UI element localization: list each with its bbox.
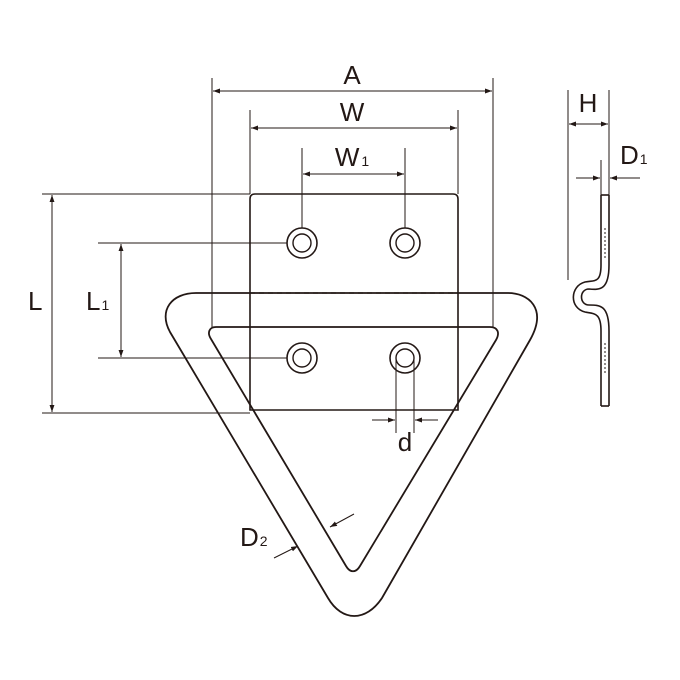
- mounting-plate: [249, 193, 459, 411]
- label-d: d: [398, 427, 412, 457]
- label-A: A: [343, 60, 361, 90]
- side-profile-right: [580, 195, 610, 406]
- extension-lines: [42, 78, 494, 433]
- hole-bottom-left: [286, 342, 318, 374]
- label-L: L: [28, 286, 42, 316]
- side-view: [572, 194, 610, 407]
- hole-top-right: [389, 227, 421, 259]
- label-D1: D1: [620, 140, 648, 170]
- triangle-ring-inner: [208, 326, 499, 573]
- dimension-lines: [49, 88, 492, 559]
- side-profile-left: [572, 195, 602, 406]
- triangle-ring-outer: [164, 292, 538, 617]
- label-D2: D2: [240, 522, 268, 552]
- side-dimension-lines: [569, 121, 640, 181]
- front-view: [164, 193, 538, 617]
- label-H: H: [579, 88, 598, 118]
- dim-D2-inner: [329, 513, 355, 528]
- hole-top-left: [286, 227, 318, 259]
- hole-bottom-right: [389, 342, 421, 374]
- dim-D2-outer: [273, 545, 299, 559]
- label-L1: L1: [86, 286, 109, 316]
- label-W: W: [340, 97, 365, 127]
- side-extension-lines: [567, 90, 610, 280]
